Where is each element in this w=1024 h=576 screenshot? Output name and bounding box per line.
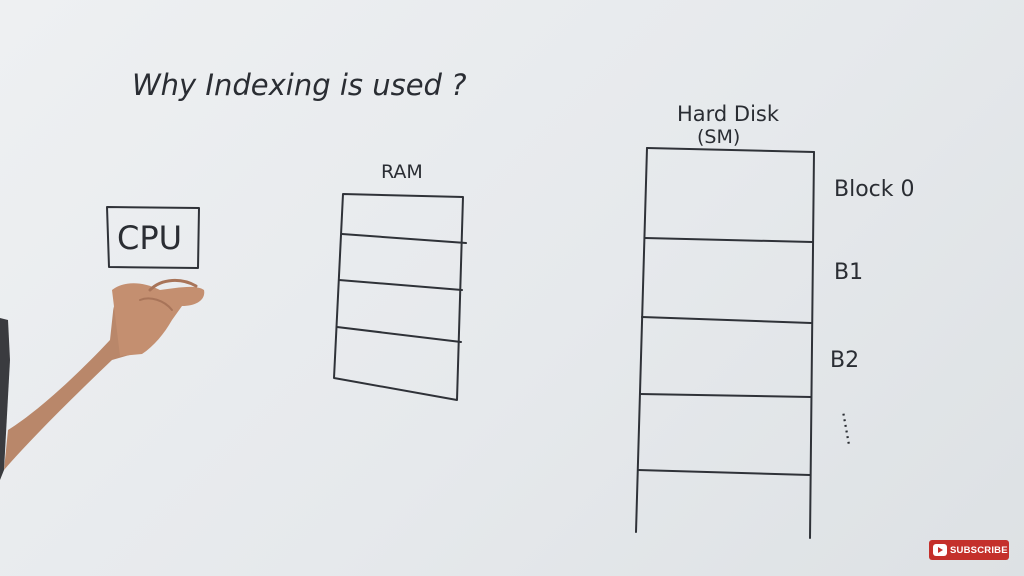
board-title: Why Indexing is used ? <box>132 68 467 102</box>
block-1-label: B1 <box>834 260 863 285</box>
subscribe-label: SUBSCRIBE <box>950 544 1008 556</box>
ram-label: RAM <box>381 161 423 183</box>
cpu-box: CPU <box>106 206 200 269</box>
hard-disk-sublabel: (SM) <box>697 126 740 148</box>
hard-disk-label: Hard Disk <box>677 102 780 126</box>
youtube-play-icon <box>933 544 947 556</box>
hard-disk-diagram <box>635 147 815 539</box>
presenter-hand <box>0 279 205 480</box>
block-continuation: ...... <box>837 409 864 446</box>
subscribe-button[interactable]: SUBSCRIBE <box>929 540 1009 560</box>
cpu-label: CPU <box>117 219 182 257</box>
ram-diagram <box>333 193 467 401</box>
block-0-label: Block 0 <box>834 177 915 202</box>
block-2-label: B2 <box>830 348 859 373</box>
